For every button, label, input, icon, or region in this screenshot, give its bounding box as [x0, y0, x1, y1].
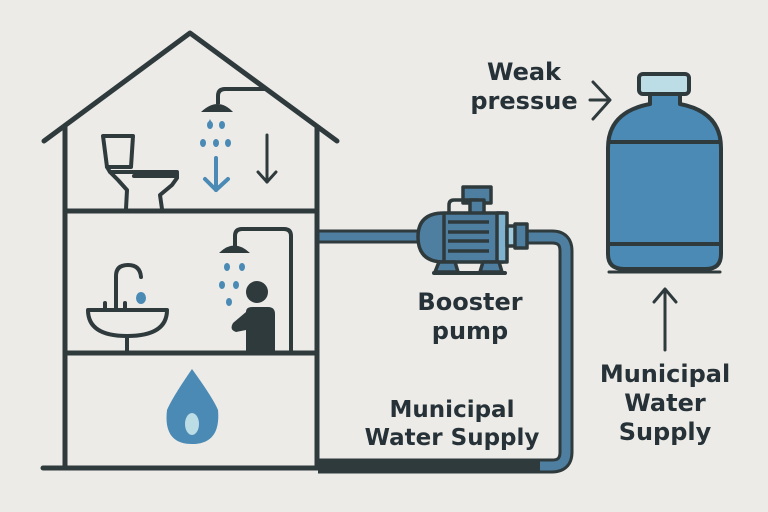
weak-pressure-label: Weak pressue	[464, 58, 584, 116]
booster-pump-label-line2: pump	[431, 316, 509, 345]
upper-shower-icon	[201, 87, 265, 112]
house-roof	[41, 30, 340, 144]
weak-pressure-line2: pressue	[470, 86, 578, 115]
pressure-tank-icon	[606, 72, 723, 274]
municipal-supply-bottom-line2: Water Supply	[364, 424, 540, 451]
municipal-supply-bottom-line1: Municipal	[389, 397, 515, 423]
water-drops-icon	[200, 119, 231, 147]
weak-pressure-arrow-icon	[588, 80, 612, 121]
faucet-drop-icon	[136, 292, 146, 304]
water-drop-icon	[166, 369, 219, 444]
toilet-icon	[101, 134, 179, 211]
faucet-icon	[114, 262, 143, 312]
municipal-supply-right-line1: Municipal	[599, 360, 731, 388]
municipal-supply-right-label: Municipal Water Supply	[594, 360, 736, 446]
booster-pump-label: Booster pump	[405, 288, 535, 346]
municipal-supply-right-line3: Supply	[618, 417, 712, 446]
middle-shower-icon	[219, 227, 293, 352]
down-arrow-dark-icon	[256, 133, 278, 184]
sink-icon	[86, 301, 169, 355]
booster-pump-label-line1: Booster	[417, 288, 523, 316]
weak-pressure-line1: Weak	[486, 58, 562, 86]
person-showering-icon	[231, 281, 275, 352]
booster-pump-icon	[416, 185, 529, 275]
shower-drops-icon	[219, 263, 245, 306]
pipe-house-to-pump	[316, 229, 430, 244]
house	[40, 30, 558, 471]
pipe-pump-to-supply	[318, 229, 574, 474]
municipal-supply-right-line2: Water	[624, 388, 706, 417]
down-arrow-blue-icon	[203, 156, 230, 192]
supply-up-arrow-icon	[652, 287, 678, 352]
municipal-supply-bottom-label: Municipal Water Supply	[352, 397, 552, 452]
